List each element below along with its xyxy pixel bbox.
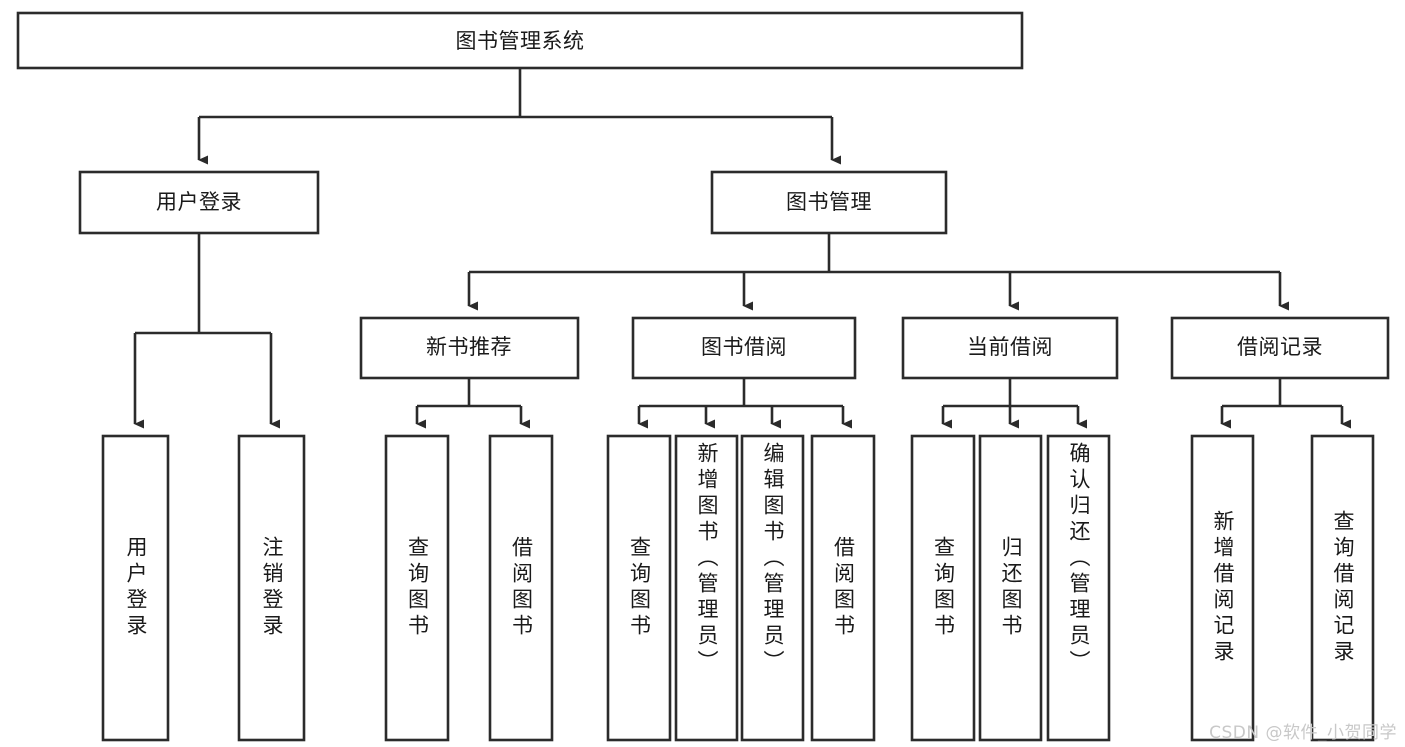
- connector-newbook-to-leaves: [415, 378, 530, 429]
- leaf-query-book-2[interactable]: [606, 434, 672, 742]
- leaf-query-borrow-record[interactable]: [1310, 434, 1375, 742]
- csdn-watermark: CSDN @软件_小贺同学: [1209, 723, 1397, 743]
- node-current-borrow-label: 当前借阅: [967, 335, 1053, 359]
- node-new-book-recommend[interactable]: [359, 316, 580, 380]
- leaf-query-book-1[interactable]: [384, 434, 450, 742]
- connector-current-to-leaves: [941, 378, 1087, 429]
- node-borrow-records-label: 借阅记录: [1237, 335, 1323, 359]
- leaf-add-borrow-record[interactable]: [1190, 434, 1255, 742]
- connector-borrow-to-leaves: [637, 378, 852, 429]
- leaf-add-book-admin[interactable]: [674, 434, 739, 742]
- leaf-edit-book-admin[interactable]: [740, 434, 805, 742]
- node-borrow-records[interactable]: [1170, 316, 1390, 380]
- leaf-confirm-return-admin[interactable]: [1046, 434, 1111, 742]
- leaf-return-book[interactable]: [978, 434, 1043, 742]
- leaf-borrow-book-2[interactable]: [810, 434, 876, 742]
- leaf-query-book-3[interactable]: [910, 434, 976, 742]
- node-book-management-label: 图书管理: [786, 190, 872, 214]
- node-new-book-recommend-label: 新书推荐: [426, 335, 512, 359]
- connector-records-to-leaves: [1220, 378, 1351, 429]
- node-book-borrow-label: 图书借阅: [701, 335, 787, 359]
- node-root[interactable]: [16, 11, 1024, 70]
- connector-root-to-level2: [197, 68, 841, 165]
- node-root-label: 图书管理系统: [456, 29, 585, 53]
- connector-bookmgmt-to-level3: [467, 233, 1289, 311]
- connector-userlogin-to-leaves: [133, 233, 280, 429]
- node-book-borrow[interactable]: [631, 316, 857, 380]
- leaf-logout[interactable]: [237, 434, 306, 742]
- leaf-borrow-book-1[interactable]: [488, 434, 554, 742]
- node-user-login-label: 用户登录: [156, 190, 242, 214]
- node-book-management[interactable]: [710, 170, 948, 235]
- node-user-login[interactable]: [78, 170, 320, 235]
- node-current-borrow[interactable]: [901, 316, 1119, 380]
- leaf-user-login[interactable]: [101, 434, 170, 742]
